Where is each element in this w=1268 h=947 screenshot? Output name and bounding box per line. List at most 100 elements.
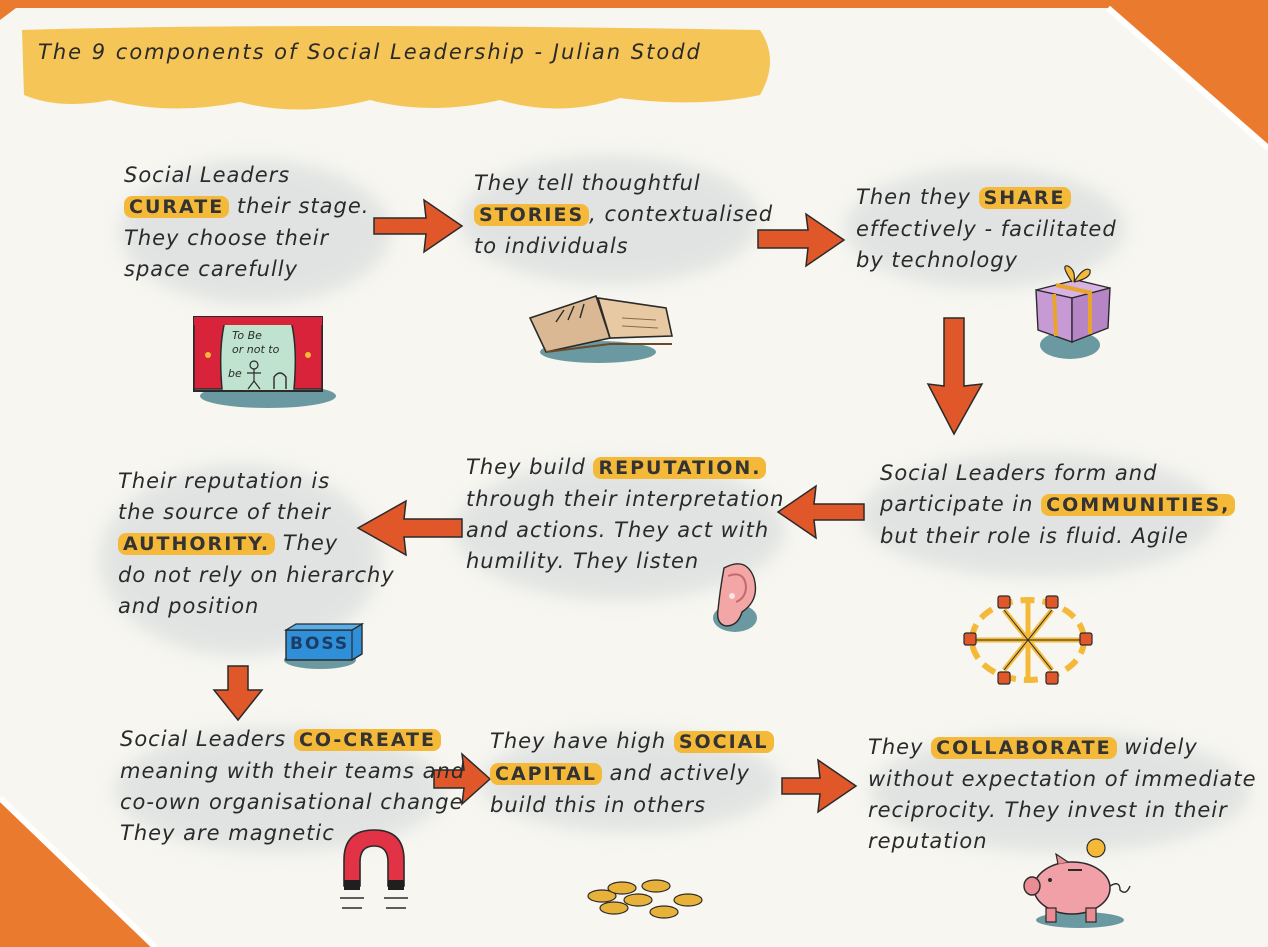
step-line: reputation [868, 826, 1257, 857]
community-wheel-icon [963, 595, 1093, 685]
keyword-highlight: COLLABORATE [931, 737, 1117, 759]
step-text: They choose their [124, 226, 330, 250]
step-text: meaning with their teams and [120, 759, 466, 783]
step-line: AUTHORITY. They [118, 528, 395, 560]
piggy-bank-icon [1023, 838, 1131, 923]
step-line: and position [118, 591, 395, 622]
step-line: by technology [856, 245, 1117, 276]
arrow-authority-to-cocreate [212, 665, 264, 722]
step-text: Social Leaders [120, 727, 294, 751]
step-line: They COLLABORATE widely [868, 732, 1257, 764]
keyword-highlight: CURATE [124, 196, 230, 218]
arrow-curate-to-stories [373, 198, 464, 254]
keyword-highlight: CAPITAL [490, 763, 602, 785]
step-reputation: They build REPUTATION. through their inte… [466, 452, 784, 577]
step-text: participate in [880, 492, 1042, 516]
diagram-title: The 9 components of Social Leadership - … [38, 40, 702, 64]
step-line: CURATE their stage. [124, 191, 369, 223]
step-text: , contextualised [589, 202, 774, 226]
step-line: to individuals [474, 231, 773, 262]
step-line: space carefully [124, 254, 369, 285]
step-line: build this in others [490, 790, 774, 821]
stage-sign-line1: To Be [232, 329, 262, 342]
step-text: their stage. [229, 194, 370, 218]
step-line: meaning with their teams and [120, 756, 465, 787]
arrow-share-to-communities [926, 317, 984, 436]
arrow-stories-to-share [757, 212, 846, 268]
step-line: STORIES, contextualised [474, 199, 773, 231]
step-line: reciprocity. They invest in their [868, 795, 1257, 826]
step-line: Then they SHARE [856, 182, 1117, 214]
arrow-reputation-to-authority [356, 499, 463, 557]
step-text: reputation [868, 829, 988, 853]
step-text: but their role is fluid. Agile [880, 524, 1189, 548]
step-text: by technology [856, 248, 1019, 272]
step-text: build this in others [490, 793, 707, 817]
step-text: They [868, 735, 932, 759]
step-line: Social Leaders [124, 160, 369, 191]
step-text: Then they [856, 185, 979, 209]
keyword-highlight: REPUTATION. [593, 457, 767, 479]
step-line: Social Leaders form and [880, 458, 1235, 489]
stage-icon: To Be or not to be [193, 316, 323, 392]
step-text: and actively [601, 761, 750, 785]
step-line: without expectation of immediate [868, 764, 1257, 795]
stage-sign-line2: or not to [232, 343, 280, 356]
step-text: without expectation of immediate [868, 767, 1257, 791]
step-line: They choose their [124, 223, 369, 254]
open-book-icon [528, 294, 673, 353]
step-line: through their interpretation [466, 484, 784, 515]
coins-icon [587, 879, 703, 919]
step-text: Social Leaders form and [880, 461, 1158, 485]
step-text: to individuals [474, 234, 629, 258]
keyword-highlight: SOCIAL [673, 731, 774, 753]
step-communities: Social Leaders form and participate in CO… [880, 458, 1236, 552]
step-text: do not rely on hierarchy [118, 563, 395, 587]
step-text: space carefully [124, 257, 299, 281]
step-text: humility. They listen [466, 549, 700, 573]
step-line: CAPITAL and actively [490, 758, 774, 790]
step-text: They build [466, 455, 594, 479]
arrow-cocreate-to-social-capital [433, 752, 492, 806]
step-text: through their interpretation [466, 487, 785, 511]
step-text: reciprocity. They invest in their [868, 798, 1228, 822]
step-text: They are magnetic [120, 821, 335, 845]
step-co-create: Social Leaders CO-CREATE meaning with the… [120, 724, 465, 849]
step-share: Then they SHARE effectively - facilitated… [856, 182, 1117, 276]
step-line: participate in COMMUNITIES, [880, 489, 1236, 521]
ear-icon [716, 563, 757, 627]
arrow-social-capital-to-collaborate [781, 758, 858, 814]
step-collaborate: They COLLABORATE widely without expectati… [868, 732, 1257, 857]
step-text: and position [118, 594, 260, 618]
keyword-highlight: COMMUNITIES, [1041, 494, 1236, 516]
boss-box-icon: BOSS [284, 622, 364, 662]
keyword-highlight: SHARE [978, 187, 1071, 209]
stage-sign-line3: be [228, 367, 242, 380]
step-text: widely [1116, 735, 1198, 759]
step-line: humility. They listen [466, 546, 784, 577]
boss-label: BOSS [290, 634, 350, 654]
step-text: effectively - facilitated [856, 217, 1117, 241]
arrow-communities-to-reputation [776, 484, 865, 540]
magnet-icon [340, 829, 408, 909]
step-text: Social Leaders [124, 163, 291, 187]
step-line: Social Leaders CO-CREATE [120, 724, 465, 756]
step-text: and actions. They act with [466, 518, 770, 542]
keyword-highlight: AUTHORITY. [118, 533, 276, 555]
step-line: do not rely on hierarchy [118, 560, 395, 591]
keyword-highlight: CO-CREATE [293, 729, 441, 751]
gift-box-icon [1035, 265, 1111, 344]
keyword-highlight: STORIES [474, 204, 590, 226]
title-highlight [22, 26, 770, 110]
step-line: Their reputation is [118, 466, 395, 497]
step-line: effectively - facilitated [856, 214, 1117, 245]
step-line: and actions. They act with [466, 515, 784, 546]
step-line: but their role is fluid. Agile [880, 521, 1235, 552]
step-text: They [275, 531, 339, 555]
step-line: They build REPUTATION. [466, 452, 784, 484]
